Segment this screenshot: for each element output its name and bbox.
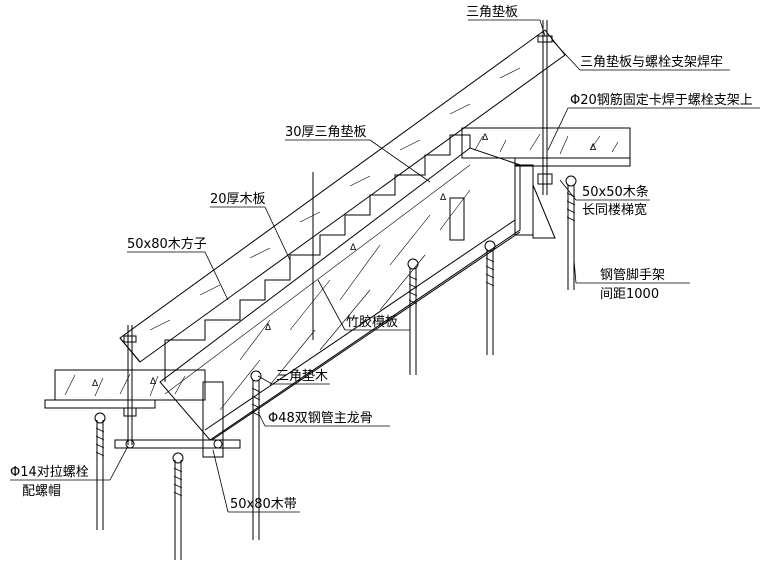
label-wood-board-20: 20厚木板	[210, 192, 266, 207]
label-pad-weld-note: 三角垫板与螺栓支架焊牢	[580, 54, 723, 70]
svg-text:Δ: Δ	[265, 323, 272, 333]
diagonal-timber-band	[119, 29, 566, 363]
svg-text:Δ: Δ	[482, 133, 489, 143]
stair-steps	[164, 134, 471, 382]
lower-landing-slab: Δ Δ	[44, 369, 206, 409]
upper-landing-slab: Δ Δ	[461, 127, 631, 167]
label-scaffold-line1: 钢管脚手架	[600, 267, 665, 283]
label-triangle-pad-wood: 三角垫木	[276, 368, 328, 384]
label-timber-strip-line1: 50x50木条	[582, 184, 649, 200]
double-steel-pipe-joist	[114, 439, 241, 449]
svg-text:Δ: Δ	[350, 243, 357, 253]
vertical-bolt-lower	[123, 325, 137, 445]
label-timber-strip-line2: 长同楼梯宽	[582, 202, 647, 218]
bamboo-formwork-board	[204, 219, 521, 441]
label-bamboo-formwork: 竹胶模板	[346, 314, 398, 330]
label-triangle-pad-plate: 三角垫板	[466, 4, 518, 20]
leader-lines	[10, 19, 760, 513]
svg-text:Δ: Δ	[150, 377, 157, 387]
label-scaffold-line2: 间距1000	[600, 287, 659, 302]
timber-band-blocks	[202, 164, 556, 458]
inclined-stair-slab: Δ Δ Δ	[159, 147, 521, 441]
label-timber-band: 50x80木带	[230, 497, 297, 512]
svg-text:Δ: Δ	[590, 143, 597, 153]
label-square-timber: 50x80木方子	[127, 236, 207, 252]
label-double-steel-joist: Φ48双钢管主龙骨	[268, 411, 373, 426]
label-tie-bolt-line2: 配螺帽	[22, 483, 61, 499]
label-tie-bolt-line1: Φ14对拉螺栓	[10, 465, 89, 480]
svg-text:Δ: Δ	[440, 193, 447, 203]
vertical-bolt-upper	[537, 20, 553, 195]
label-rebar-fix-note: Φ20钢筋固定卡焊于螺栓支架上	[570, 92, 753, 108]
label-triangle-pad-30: 30厚三角垫板	[285, 124, 367, 140]
scaffold-pipes	[94, 175, 577, 560]
svg-text:Δ: Δ	[92, 379, 99, 389]
